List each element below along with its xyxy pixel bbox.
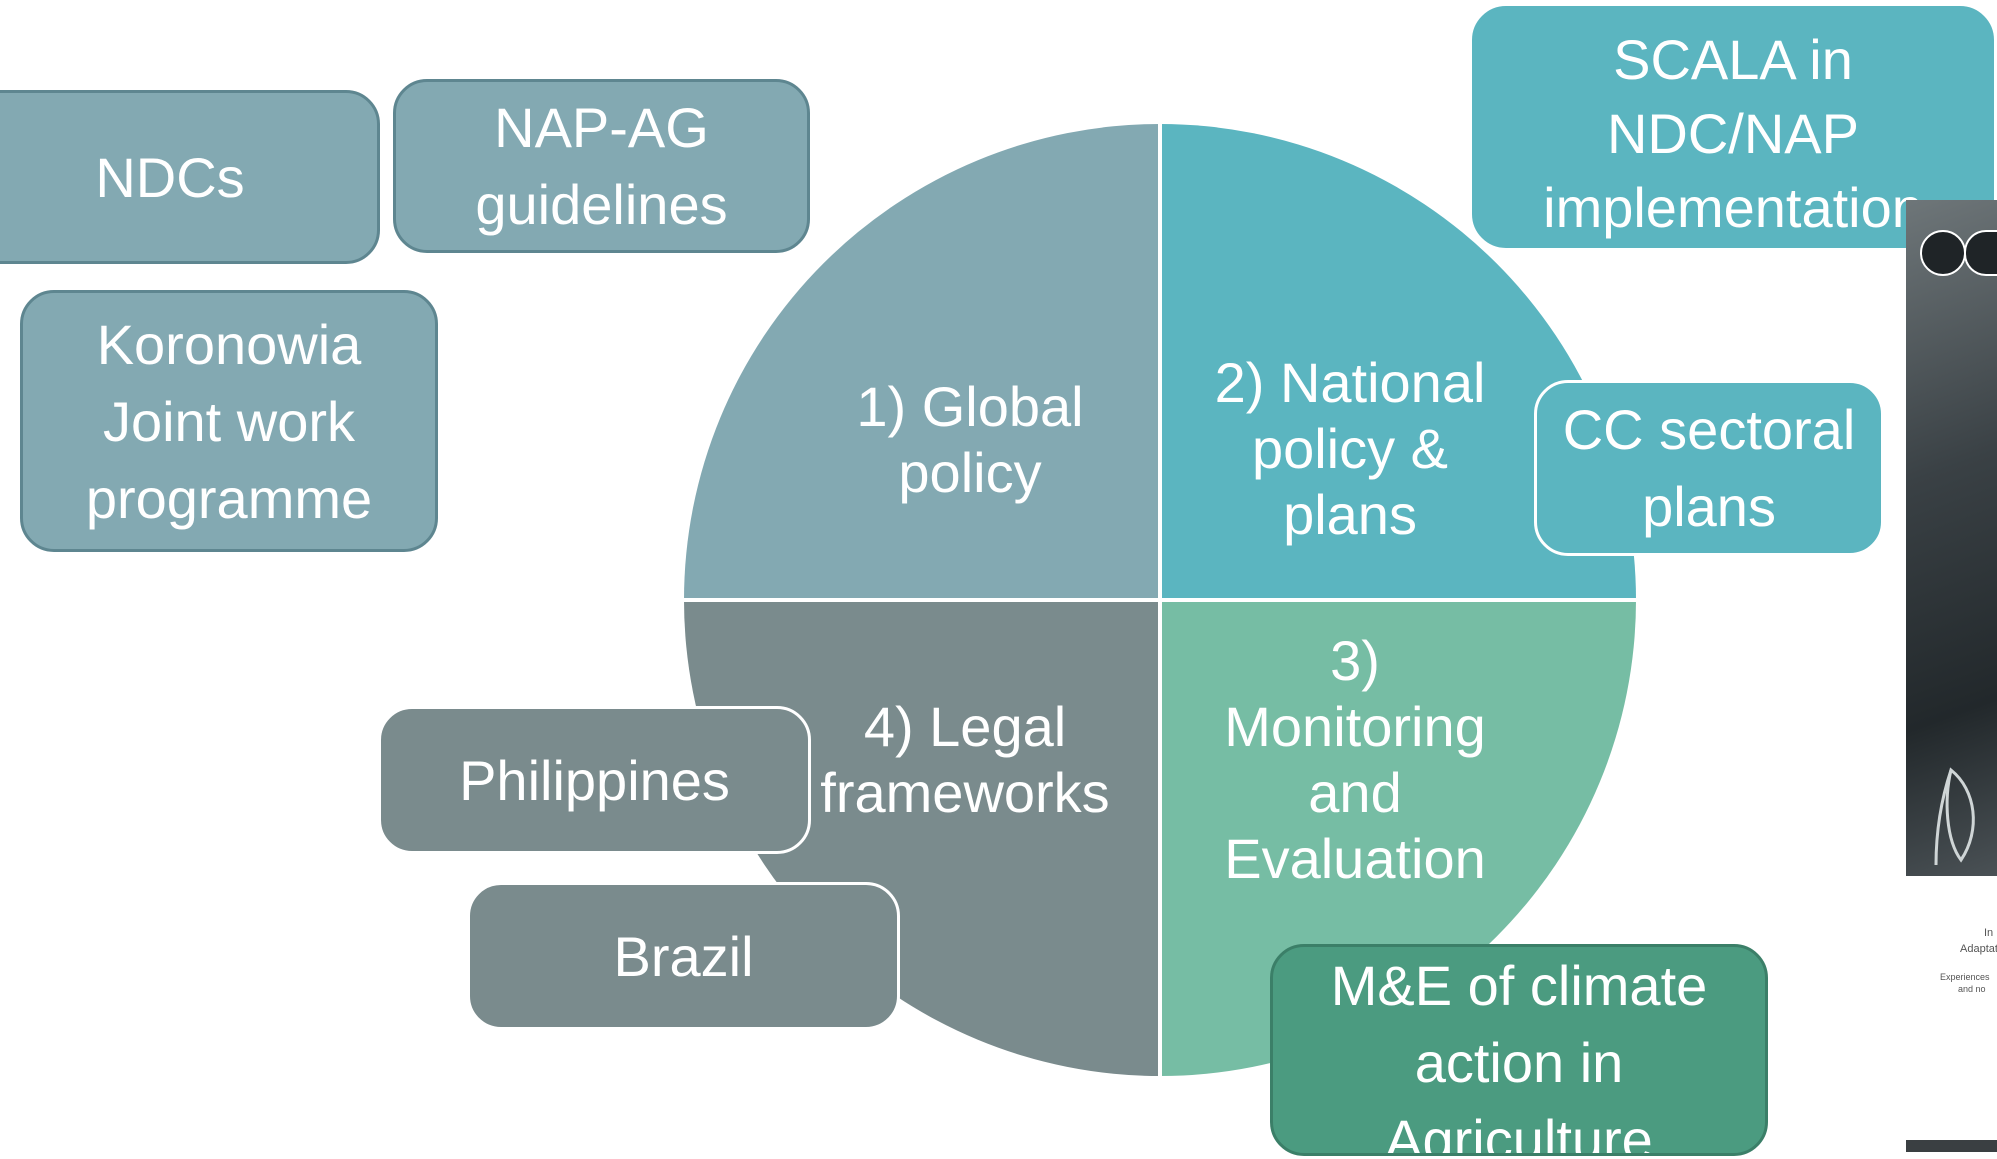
brochure-text-3: Experiences: [1940, 972, 1990, 982]
brochure-photo: [1906, 200, 1997, 876]
cc-sectoral-plans-box: CC sectoral plans: [1534, 380, 1884, 556]
quadrant-global-policy: [684, 124, 1160, 600]
brochure-bottom-bar: [1906, 1140, 1997, 1152]
brochure-cover-image: In Adaptati Experiences and no: [1906, 200, 1997, 1152]
brochure-text-2: Adaptati: [1960, 943, 1997, 955]
quadrant-label-monitoring: 3) Monitoring and Evaluation: [1224, 629, 1486, 890]
brochure-text-1: In: [1984, 927, 1994, 939]
quadrant-label-national: 2) National policy & plans: [1214, 351, 1486, 546]
philippines-box: Philippines: [378, 706, 811, 854]
brochure-text-4: and no: [1958, 984, 1986, 994]
plant-emblem-icon: [1934, 767, 1975, 866]
me-climate-action-box: M&E of climate action in Agriculture: [1270, 944, 1768, 1156]
ndcs-box: NDCs: [0, 90, 380, 264]
quadrant-label-legal: 4) Legal frameworks: [820, 695, 1110, 824]
nap-ag-guidelines-box: NAP-AG guidelines: [393, 79, 810, 253]
partner-logo-icon: [1964, 230, 1997, 276]
fao-logo-icon: [1920, 230, 1966, 276]
quadrant-label-global: 1) Global policy: [856, 375, 1084, 504]
quadrant-national-policy: [1160, 124, 1636, 600]
brazil-box: Brazil: [467, 882, 900, 1030]
koronowia-box: Koronowia Joint work programme: [20, 290, 438, 552]
